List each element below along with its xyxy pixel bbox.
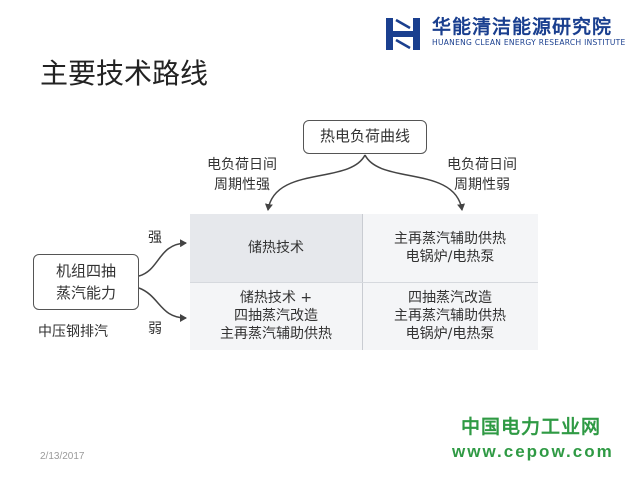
- matrix-cell-top-right: 主再蒸汽辅助供热 电锅炉/电热泵: [362, 214, 538, 282]
- matrix-cell-top-left: 储热技术: [190, 214, 362, 282]
- technology-matrix: 储热技术 主再蒸汽辅助供热 电锅炉/电热泵 储热技术 + 四抽蒸汽改造 主再蒸汽…: [190, 214, 538, 350]
- cell-text: 四抽蒸汽改造: [234, 308, 318, 324]
- strong-label: 强: [148, 230, 162, 246]
- cell-text: 电锅炉/电热泵: [405, 249, 495, 265]
- cell-text: 电锅炉/电热泵: [405, 326, 495, 342]
- weak-label: 弱: [148, 321, 162, 337]
- cell-text: 储热技术: [248, 240, 304, 256]
- arrow-to-top-row: [138, 239, 187, 277]
- huaneng-logo-icon: [386, 18, 420, 50]
- matrix-horizontal-divider: [190, 282, 538, 283]
- extraction-steam-box: 机组四抽 蒸汽能力: [33, 254, 139, 310]
- cell-text: 主再蒸汽辅助供热: [394, 308, 506, 324]
- matrix-cell-bottom-left: 储热技术 + 四抽蒸汽改造 主再蒸汽辅助供热: [190, 282, 362, 350]
- arrow-to-left-column: [264, 154, 366, 211]
- load-curve-box: 热电负荷曲线: [303, 120, 427, 154]
- left-branch-label: 电负荷日间 周期性强: [196, 155, 288, 195]
- right-branch-line-1: 电负荷日间: [447, 157, 517, 173]
- source-box-line-2: 蒸汽能力: [55, 284, 116, 302]
- left-branch-line-2: 周期性强: [214, 177, 270, 193]
- left-branch-line-1: 电负荷日间: [207, 157, 277, 173]
- source-box-line-1: 机组四抽: [55, 262, 116, 280]
- matrix-cell-bottom-right: 四抽蒸汽改造 主再蒸汽辅助供热 电锅炉/电热泵: [362, 282, 538, 350]
- cell-text: 主再蒸汽辅助供热: [220, 326, 332, 342]
- cell-text: 储热技术 +: [239, 290, 313, 306]
- cell-text: 四抽蒸汽改造: [408, 290, 492, 306]
- slide-date: 2/13/2017: [40, 451, 85, 462]
- right-branch-line-2: 周期性弱: [454, 177, 510, 193]
- source-note: 中压钢排汽: [38, 324, 108, 340]
- watermark-cn: 中国电力工业网: [461, 416, 602, 438]
- right-branch-label: 电负荷日间 周期性弱: [432, 155, 532, 195]
- arrow-to-bottom-row: [138, 287, 187, 322]
- org-name: 华能清洁能源研究院: [432, 16, 613, 38]
- arrow-to-right-column: [364, 154, 466, 211]
- org-name-en: HUANENG CLEAN ENERGY RESEARCH INSTITUTE: [432, 38, 626, 47]
- slide-title: 主要技术路线: [40, 57, 209, 90]
- watermark-url: www.cepow.com: [452, 442, 614, 461]
- cell-text: 主再蒸汽辅助供热: [394, 231, 506, 247]
